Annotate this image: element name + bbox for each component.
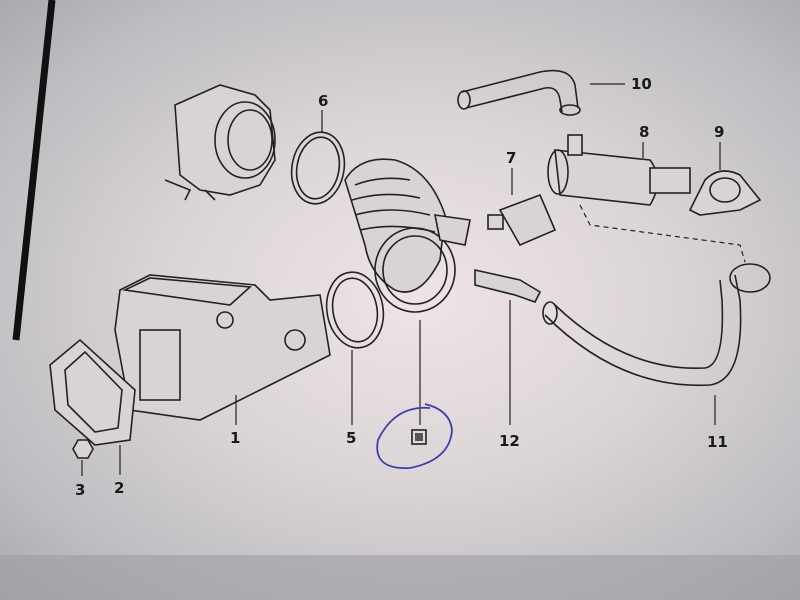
hose-clamp-6 <box>290 110 346 205</box>
bracket-9 <box>688 142 762 216</box>
circled-part-marker <box>376 320 453 469</box>
label-6: 6 <box>318 92 328 110</box>
nut-3 <box>72 439 94 476</box>
idle-valve-8 <box>547 134 691 206</box>
label-11: 11 <box>707 433 728 451</box>
label-2: 2 <box>114 479 124 497</box>
hose-11 <box>542 204 771 425</box>
intake-boot <box>344 158 471 313</box>
hose-10 <box>457 69 625 116</box>
label-3: 3 <box>75 481 85 499</box>
hand-drawn-circle <box>376 403 453 469</box>
throttle-body <box>164 84 276 201</box>
air-flow-meter-1 <box>114 274 331 425</box>
valve-7 <box>487 168 557 247</box>
label-9: 9 <box>714 123 724 141</box>
gasket-5 <box>325 271 385 425</box>
label-12: 12 <box>499 432 520 450</box>
fitting-12 <box>474 269 542 425</box>
plate-2 <box>49 338 136 475</box>
page-border-line <box>12 0 56 341</box>
label-1: 1 <box>230 429 240 447</box>
label-10: 10 <box>631 75 652 93</box>
label-8: 8 <box>639 123 649 141</box>
page-bottom-edge <box>0 555 800 600</box>
label-5: 5 <box>346 429 356 447</box>
label-7: 7 <box>506 149 516 167</box>
